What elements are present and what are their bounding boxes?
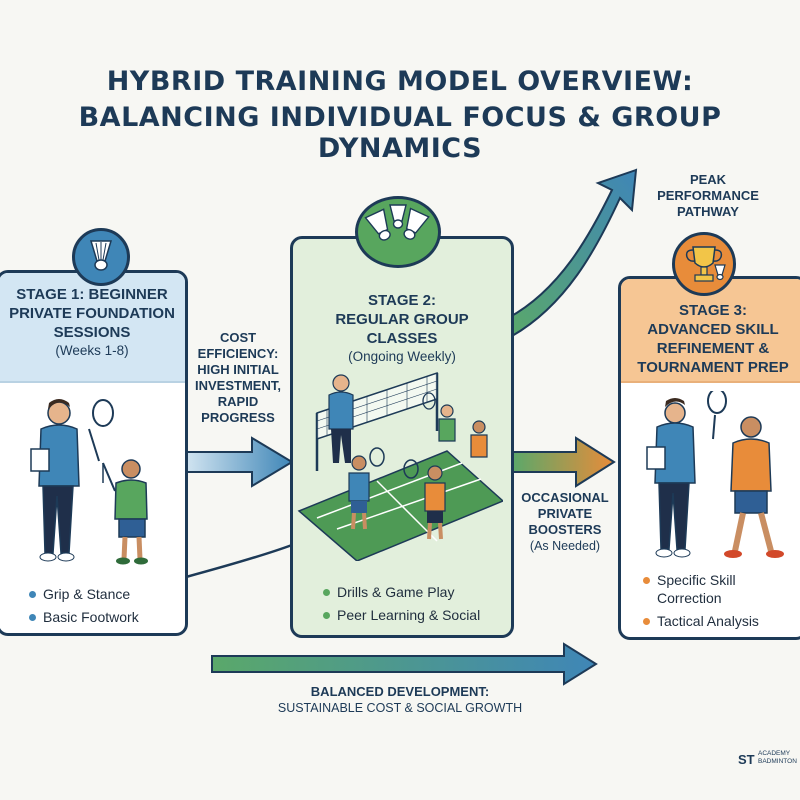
- stage1-title-line-2: PRIVATE FOUNDATION: [9, 305, 175, 322]
- page-title-line-2: BALANCING INDIVIDUAL FOCUS & GROUP DYNAM…: [78, 102, 722, 164]
- stage2-title-line-2: REGULAR GROUP: [335, 311, 469, 328]
- stage3-title-line-2: ADVANCED SKILL: [647, 321, 779, 338]
- stage1-bullets: Grip & Stance Basic Footwork: [29, 585, 139, 631]
- stage2-title-line-1: STAGE 2:: [367, 292, 437, 309]
- list-item: Specific Skill Correction: [643, 571, 793, 607]
- stage1-subtitle: (Weeks 1-8): [55, 343, 129, 358]
- balanced-development-arrow: [211, 642, 598, 686]
- list-item: Tactical Analysis: [643, 612, 793, 630]
- list-item: Drills & Game Play: [323, 583, 480, 601]
- stage1-title-line-1: STAGE 1: BEGINNER: [16, 286, 168, 303]
- stage3-badge: [672, 232, 736, 296]
- list-item: Basic Footwork: [29, 608, 139, 626]
- stage2-header: STAGE 2: REGULAR GROUP CLASSES (Ongoing …: [293, 239, 511, 369]
- list-item: Grip & Stance: [29, 585, 139, 603]
- cost-efficiency-label: COST EFFICIENCY: HIGH INITIAL INVESTMENT…: [195, 330, 281, 425]
- private-boosters-label: OCCASIONAL PRIVATE BOOSTERS (As Needed): [521, 490, 609, 553]
- stage1-title-line-3: SESSIONS: [53, 324, 131, 341]
- balanced-development-label: BALANCED DEVELOPMENT: SUSTAINABLE COST &…: [277, 684, 523, 715]
- advanced-lesson-illustration: [646, 391, 784, 558]
- stage1-to-stage2-arrow: [181, 436, 294, 488]
- stage3-header: STAGE 3: ADVANCED SKILL REFINEMENT & TOU…: [621, 279, 800, 383]
- trophy-icon: [685, 246, 726, 282]
- stage3-title-line-1: STAGE 3:: [678, 302, 748, 319]
- stage2-to-stage3-arrow: [511, 436, 616, 488]
- peak-performance-label: PEAK PERFORMANCE PATHWAY: [657, 172, 759, 219]
- stage2-title-line-3: CLASSES: [366, 330, 438, 347]
- shuttlecock-icon: [89, 240, 113, 271]
- stage2-card: STAGE 2: REGULAR GROUP CLASSES (Ongoing …: [290, 236, 514, 638]
- curved-connector: [185, 543, 293, 579]
- stage1-card: STAGE 1: BEGINNER PRIVATE FOUNDATION SES…: [0, 270, 188, 636]
- stage3-title-line-4: TOURNAMENT PREP: [637, 359, 789, 376]
- peak-arrow: [506, 168, 638, 338]
- stage3-card: STAGE 3: ADVANCED SKILL REFINEMENT & TOU…: [618, 276, 800, 640]
- private-lesson-illustration: [30, 399, 148, 565]
- stage2-badge: [355, 196, 441, 268]
- list-item: Peer Learning & Social: [323, 606, 480, 624]
- stage3-bullets: Specific Skill Correction Tactical Analy…: [643, 571, 793, 635]
- shuttlecocks-icon: [364, 204, 430, 241]
- academy-logo: ST ACADEMY BADMINTON: [738, 748, 797, 774]
- group-class-illustration: [297, 371, 503, 561]
- stage1-header: STAGE 1: BEGINNER PRIVATE FOUNDATION SES…: [0, 273, 185, 383]
- stage1-badge: [72, 228, 130, 286]
- logo-text-1: ACADEMY: [758, 750, 791, 757]
- stage2-subtitle: (Ongoing Weekly): [348, 349, 456, 364]
- logo-text-2: BADMINTON: [758, 758, 797, 765]
- stage2-bullets: Drills & Game Play Peer Learning & Socia…: [323, 583, 480, 629]
- stage3-title-line-3: REFINEMENT &: [656, 340, 770, 357]
- logo-mark: ST: [738, 752, 755, 767]
- page-title-line-1: HYBRID TRAINING MODEL OVERVIEW:: [106, 66, 694, 97]
